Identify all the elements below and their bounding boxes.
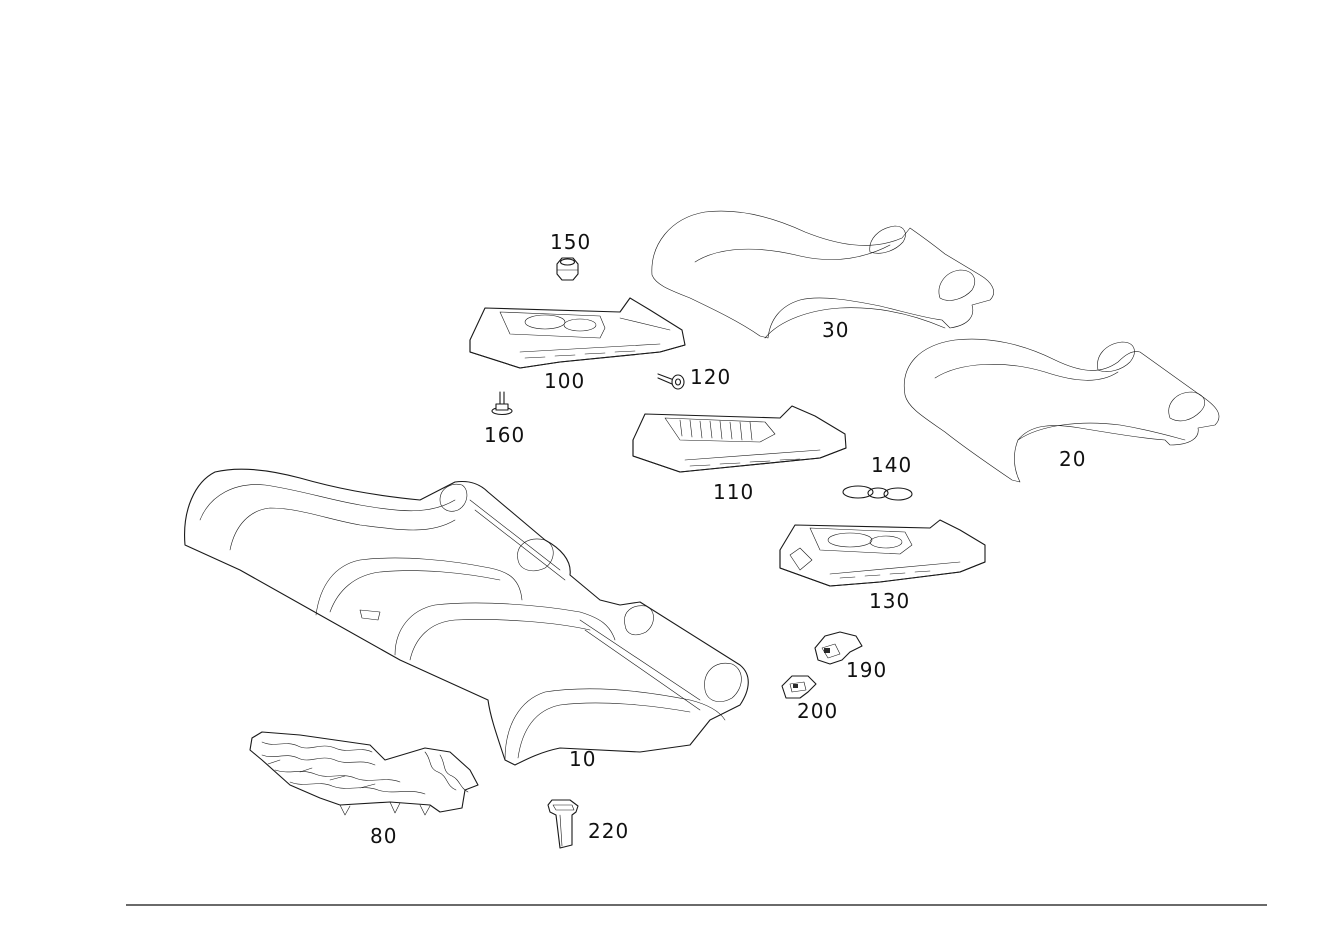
part-190-bracket <box>814 631 863 665</box>
callout-10: 10 <box>569 747 597 771</box>
part-10-console-frame <box>184 468 749 766</box>
callout-80: 80 <box>370 824 398 848</box>
callout-190: 190 <box>846 658 888 682</box>
part-150-nut <box>556 257 579 281</box>
part-130-console-base <box>779 519 986 587</box>
part-140-rings <box>842 485 913 501</box>
callout-120: 120 <box>690 365 732 389</box>
callout-160: 160 <box>484 423 526 447</box>
part-110-console-cover-middle <box>632 405 847 473</box>
callout-220: 220 <box>588 819 630 843</box>
part-30-seat-cover-upper <box>651 210 994 339</box>
callout-200: 200 <box>797 699 839 723</box>
part-20-seat-cover-lower <box>903 338 1220 483</box>
part-120-screw <box>657 373 685 390</box>
part-160-screw <box>491 391 513 416</box>
part-220-clip <box>547 799 579 849</box>
callout-30: 30 <box>822 318 850 342</box>
callout-140: 140 <box>871 453 913 477</box>
part-80-insulation-mat <box>249 731 479 816</box>
callout-150: 150 <box>550 230 592 254</box>
callout-20: 20 <box>1059 447 1087 471</box>
part-200-bracket <box>781 675 817 699</box>
part-100-console-cover-upper <box>469 297 686 369</box>
callout-100: 100 <box>544 369 586 393</box>
callout-110: 110 <box>713 480 755 504</box>
callout-130: 130 <box>869 589 911 613</box>
